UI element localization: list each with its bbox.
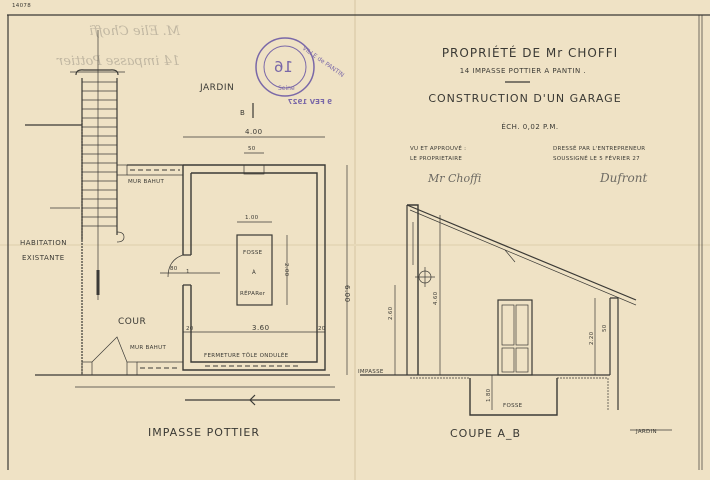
section-caption: COUPE A_B <box>450 427 521 440</box>
impasse-label: IMPASSE <box>358 369 384 375</box>
approval-label: VU ET APPROUVÉ : <box>410 144 466 152</box>
inspection-pit <box>236 234 273 306</box>
title-block: PROPRIÉTÉ DE Mr CHOFFI 14 IMPASSE POTTIE… <box>410 45 647 185</box>
project-title: CONSTRUCTION D'UN GARAGE <box>428 92 621 105</box>
bleed-through-handwriting: M. Elie Choffi 14 impasse Pottier <box>56 24 181 69</box>
wall-thickness-right: 20 <box>318 326 326 332</box>
wall-thickness-left: 20 <box>186 326 194 332</box>
gate-swing <box>91 336 128 363</box>
pit-label: FOSSE <box>503 403 523 409</box>
svg-text:14 impasse Pottier: 14 impasse Pottier <box>56 54 180 69</box>
existante-label: EXISTANTE <box>22 254 65 262</box>
habitation-label: HABITATION <box>20 239 67 247</box>
wall-height-dim: 2.60 <box>388 306 394 320</box>
pit-section <box>469 378 558 416</box>
stamp-ring-text: VILLE de PANTIN <box>301 45 345 79</box>
mur-bahut-bottom-label: MUR BAHUT <box>130 345 166 351</box>
garage-inner-wall <box>190 172 318 363</box>
pit-width: 1.00 <box>245 215 259 221</box>
section-marker-b: B <box>240 109 245 117</box>
pit-label-2: À <box>252 269 256 276</box>
closure-label: FERMETURE TÔLE ONDULÉE <box>204 351 289 359</box>
owner-title: PROPRIÉTÉ DE Mr CHOFFI <box>442 45 618 60</box>
vent-dim: 50 <box>602 324 608 332</box>
floor-plan: JARDIN B HABITATION EXISTANTE COUR MUR B… <box>20 30 351 439</box>
garage-outer-wall <box>182 164 326 371</box>
owner-signature: Mr Choffi <box>427 172 481 185</box>
address: 14 IMPASSE POTTIER A PANTIN . <box>460 67 586 75</box>
cour-label: COUR <box>118 317 146 327</box>
municipal-stamp: VILLE de PANTIN Seine 16 9 FEV 1927 <box>255 37 345 106</box>
chimney-dim: 50 <box>248 146 256 152</box>
mur-bahut-top-label: MUR BAHUT <box>128 179 164 185</box>
pit-length: 2.00 <box>283 263 289 277</box>
high-height-dim: 4.60 <box>433 291 439 305</box>
pit-depth-dim: 1.80 <box>486 388 492 402</box>
inner-width: 3.60 <box>252 324 270 332</box>
approval-label-2: LE PROPRIETAIRE <box>410 156 462 162</box>
chimney <box>243 164 265 175</box>
length-dimension: 6.00 <box>343 285 351 303</box>
door-elevation <box>497 299 533 376</box>
roof <box>406 204 637 301</box>
scale: ÉCH. 0,02 P.M. <box>501 122 558 131</box>
side-door-swing <box>167 254 184 278</box>
section-a-b: 2.60 4.60 2.20 1.80 50 IMPASSE FOSSE COU… <box>358 204 672 440</box>
archive-reference: 14078 <box>12 3 31 9</box>
pit-label-3: RÉPARer <box>240 289 266 297</box>
drawing-border <box>7 14 710 470</box>
low-height-dim: 2.20 <box>589 331 595 345</box>
jardin-label: JARDIN <box>199 83 234 93</box>
pit-label: FOSSE <box>243 250 263 256</box>
stamp-inner-text: Seine <box>278 85 295 92</box>
stamp-number: 16 <box>274 58 293 76</box>
side-door-dim: 80 <box>170 266 178 272</box>
drawn-by-date: SOUSSIGNÉ LE 5 FÉVRIER 27 <box>553 154 640 162</box>
stamp-date: 9 FEV 1927 <box>288 98 332 106</box>
jardin-label: JARDIN <box>635 429 657 435</box>
drawn-by-label: DRESSÉ PAR L'ENTREPRENEUR <box>553 144 645 152</box>
side-door-number: 1 <box>186 269 190 275</box>
width-dimension: 4.00 <box>245 128 263 136</box>
svg-text:M. Elie Choffi: M. Elie Choffi <box>89 24 181 39</box>
plan-caption: IMPASSE POTTIER <box>148 426 260 439</box>
contractor-signature: Dufront <box>599 171 647 185</box>
